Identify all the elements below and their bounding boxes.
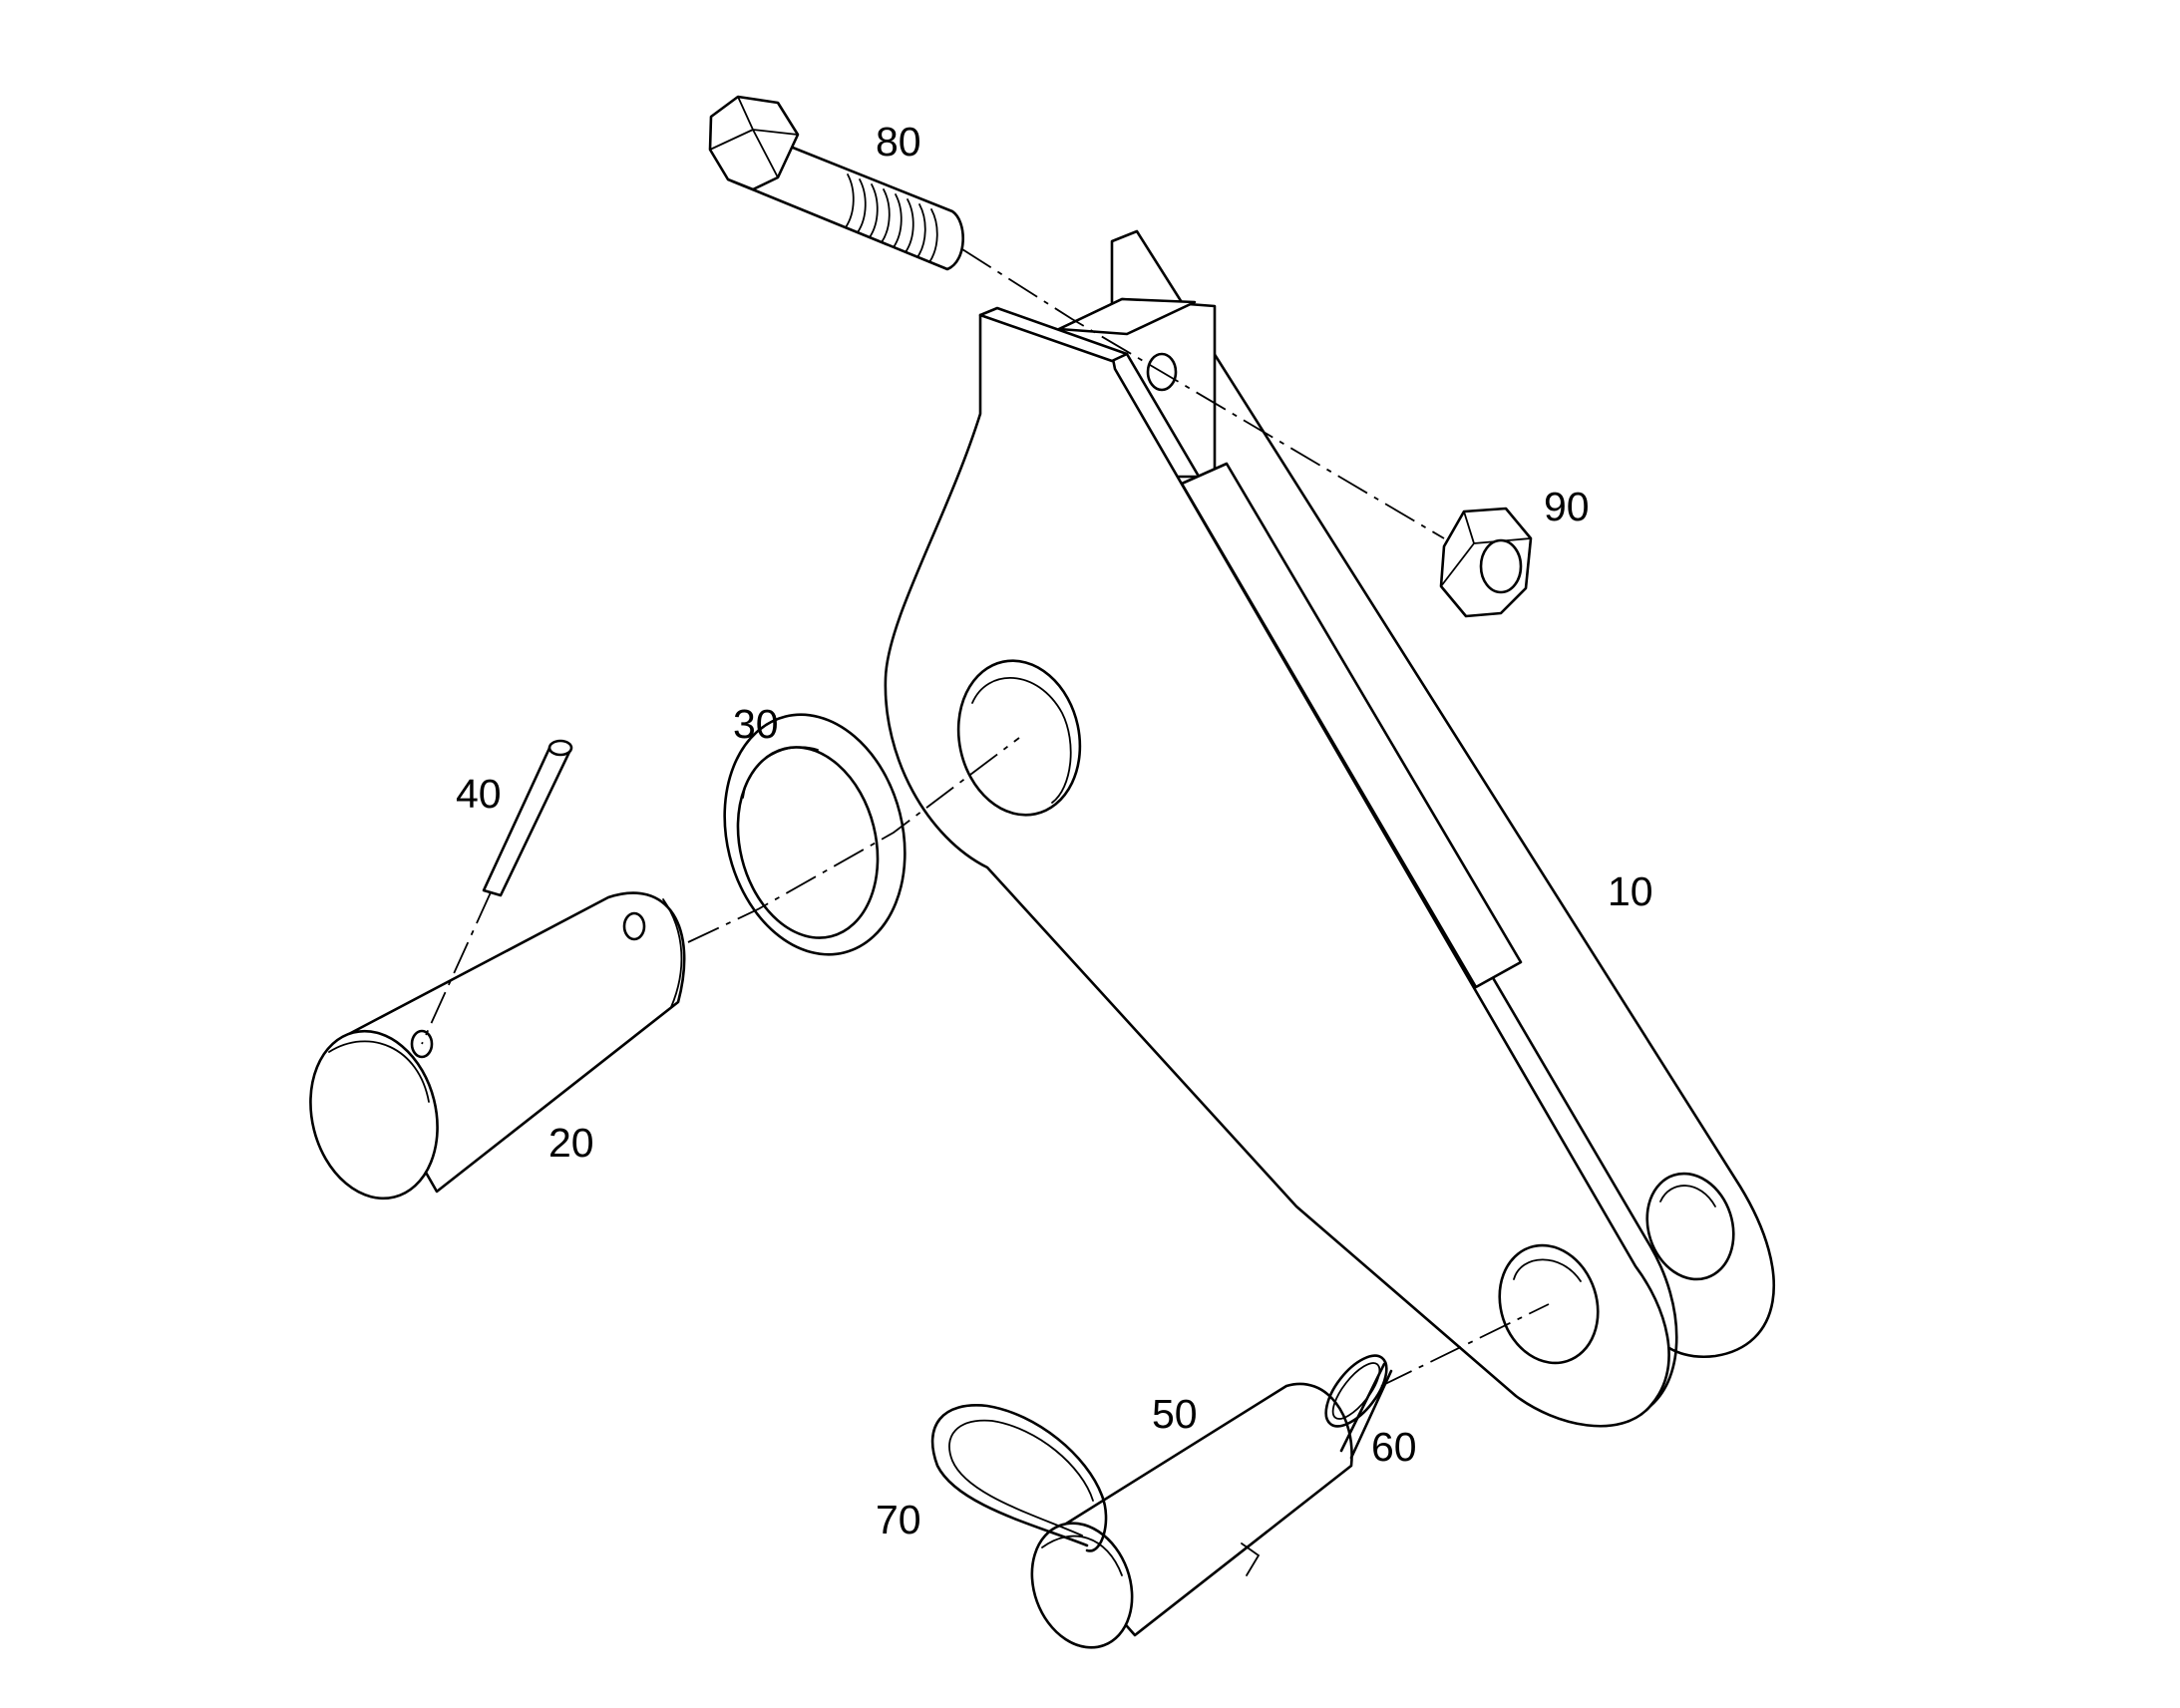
callout-90: 90 xyxy=(1544,484,1590,529)
arm-lower-bore-rear-inner xyxy=(1659,1185,1716,1207)
centerline-main-pin xyxy=(687,737,1020,943)
bolt-thread xyxy=(845,173,938,263)
retaining-clip-part-70 xyxy=(930,1404,1108,1552)
arm-spacer-block-top xyxy=(1057,297,1197,336)
lynch-ring-part-60 xyxy=(1324,1354,1393,1460)
bolt-shank xyxy=(731,126,964,271)
centerline-bolt-to-nut xyxy=(961,248,1445,539)
callout-20: 20 xyxy=(548,1120,594,1166)
callout-10: 10 xyxy=(1608,868,1653,914)
callout-40: 40 xyxy=(456,771,502,817)
main-pin-cross-hole-far xyxy=(622,911,646,941)
main-pin-part-20 xyxy=(309,891,686,1200)
bolt-part-80 xyxy=(708,95,964,271)
lynch-ring-inner xyxy=(1331,1362,1381,1420)
nut-bore xyxy=(1479,538,1523,594)
roll-pin-part-40 xyxy=(482,739,573,897)
callout-labels: 80 90 30 40 10 20 50 60 70 xyxy=(456,119,1653,1542)
retaining-clip-loop xyxy=(930,1404,1108,1552)
main-pin-chamfer-far xyxy=(662,898,683,1008)
lower-pin-end-chamfer xyxy=(1041,1535,1123,1576)
main-pin-end-face xyxy=(309,1029,439,1200)
washer-part-30 xyxy=(723,713,907,956)
bolt-head-edges xyxy=(709,96,799,178)
callout-30: 30 xyxy=(733,701,779,747)
lynch-ring-leg xyxy=(1339,1362,1393,1460)
lower-pin-end-face xyxy=(1030,1522,1134,1649)
arm-lower-bore-front-inner xyxy=(1513,1258,1582,1282)
roll-pin-body xyxy=(482,744,572,897)
arm-main-bore-inner xyxy=(971,677,1072,804)
arm-front-plate-side-edge xyxy=(1125,352,1678,1408)
roll-pin-end xyxy=(547,739,573,757)
callout-70: 70 xyxy=(876,1497,921,1542)
washer-thickness xyxy=(742,746,819,799)
arm-front-plate xyxy=(884,313,1670,1428)
lower-pin-part-50 xyxy=(1030,1382,1353,1649)
main-pin-end-chamfer xyxy=(328,1040,430,1103)
arm-web-slot xyxy=(1180,462,1523,989)
callout-50: 50 xyxy=(1152,1391,1198,1437)
centerline-roll-pin xyxy=(421,891,492,1045)
assembly-centerlines xyxy=(421,248,1550,1387)
retaining-clip-inner xyxy=(948,1419,1094,1537)
centerline-lower-pin xyxy=(1380,1303,1550,1387)
arm-part-10 xyxy=(884,229,1775,1428)
lower-pin-tab xyxy=(1241,1542,1261,1576)
nut-part-90 xyxy=(1439,507,1533,618)
callout-60: 60 xyxy=(1371,1424,1417,1470)
lynch-ring-outer xyxy=(1324,1354,1388,1428)
callout-80: 80 xyxy=(876,119,921,165)
